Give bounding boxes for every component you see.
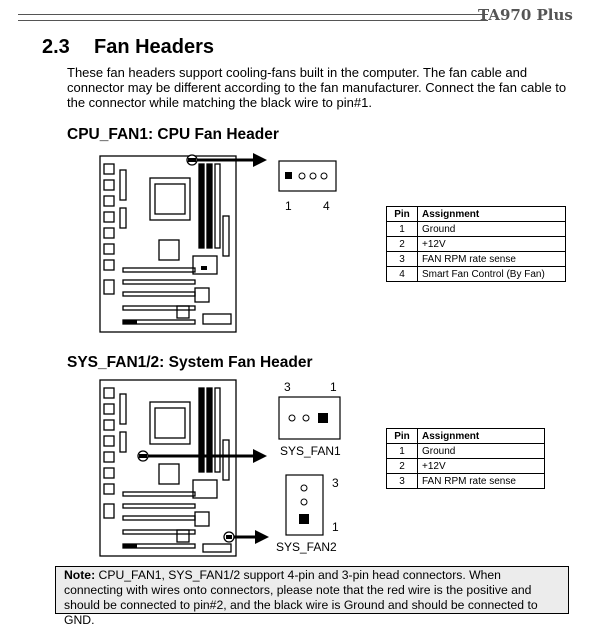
table-cell: 4 xyxy=(386,266,418,282)
note-box: Note: CPU_FAN1, SYS_FAN1/2 support 4-pin… xyxy=(55,566,569,627)
arrow-icon xyxy=(255,530,269,544)
arrow-icon xyxy=(253,153,267,167)
table-cell: 2 xyxy=(386,458,418,474)
cpu-fan-title: CPU_FAN1: CPU Fan Header xyxy=(67,126,279,143)
sys-fan2-pin-3-label: 3 xyxy=(332,476,339,490)
model-name: TA970 Plus xyxy=(478,6,573,24)
sys-fan-title: SYS_FAN1/2: System Fan Header xyxy=(67,354,313,371)
sys-fan1-label: SYS_FAN1 xyxy=(280,444,341,458)
table-cell: Ground xyxy=(417,443,545,459)
table-cell: 1 xyxy=(386,221,418,237)
table-cell: +12V xyxy=(417,236,566,252)
table-cell: 3 xyxy=(386,251,418,267)
section-number: 2.3 xyxy=(42,36,70,58)
cpu-motherboard-diagram xyxy=(99,153,267,333)
table-header-assignment: Assignment xyxy=(417,428,545,444)
sys-fan1-pin-1-label: 1 xyxy=(330,380,337,394)
section-title: 2.3 Fan Headers xyxy=(42,36,214,59)
table-cell: 1 xyxy=(386,443,418,459)
table-cell: 3 xyxy=(386,473,418,489)
sys-fan1-pin-3-label: 3 xyxy=(284,380,291,394)
sys-fan2-pin-1-label: 1 xyxy=(332,520,339,534)
note-text: CPU_FAN1, SYS_FAN1/2 support 4-pin and 3… xyxy=(64,568,538,627)
table-cell: 2 xyxy=(386,236,418,252)
table-header-pin: Pin xyxy=(386,428,418,444)
arrow-icon xyxy=(253,449,267,463)
table-header-pin: Pin xyxy=(386,206,418,222)
cpu-fan-connector xyxy=(278,160,337,192)
sys-fan2-connector xyxy=(285,474,324,536)
section-title-text: Fan Headers xyxy=(94,36,215,58)
table-header-row: Pin Assignment xyxy=(386,428,545,444)
table-header-row: Pin Assignment xyxy=(386,206,566,222)
sys-fan1-connector xyxy=(278,396,341,440)
cpu-fan-pin-4-label: 4 xyxy=(323,199,330,213)
table-cell: Ground xyxy=(417,221,566,237)
note-label: Note: xyxy=(64,568,96,582)
table-cell: FAN RPM rate sense xyxy=(417,473,545,489)
table-cell: +12V xyxy=(417,458,545,474)
section-intro: These fan headers support cooling-fans b… xyxy=(67,65,567,110)
table-header-assignment: Assignment xyxy=(417,206,566,222)
cpu-fan-pin-1-label: 1 xyxy=(285,199,292,213)
header-rule xyxy=(18,14,488,21)
sys-fan2-label: SYS_FAN2 xyxy=(276,540,337,554)
table-row: 2+12V xyxy=(386,458,545,474)
table-cell: FAN RPM rate sense xyxy=(417,251,566,267)
sys-motherboard-diagram xyxy=(99,379,269,557)
table-cell: Smart Fan Control (By Fan) xyxy=(417,266,566,282)
table-row: 2+12V xyxy=(386,236,566,252)
